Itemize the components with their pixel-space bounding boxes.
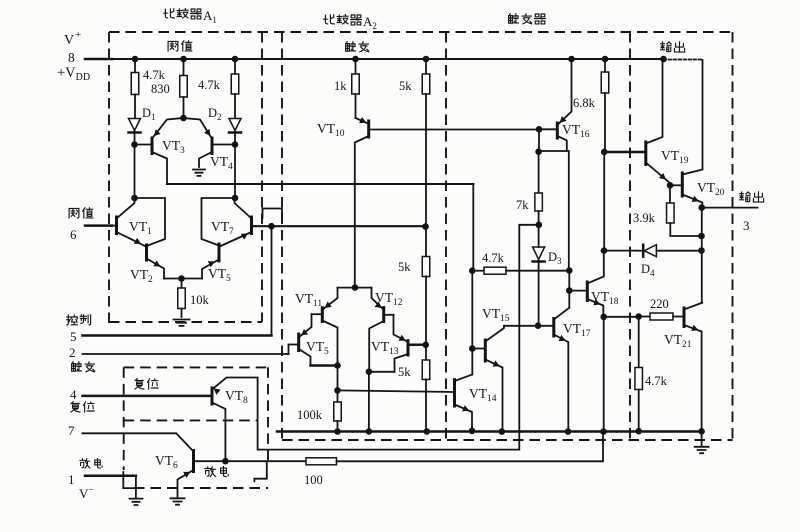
- svg-text:100: 100: [304, 473, 323, 487]
- svg-text:4.7k: 4.7k: [645, 374, 668, 388]
- svg-text:220: 220: [650, 297, 669, 311]
- svg-text:1k: 1k: [334, 79, 347, 93]
- svg-text:8: 8: [68, 50, 75, 65]
- svg-text:VT5: VT5: [208, 266, 231, 284]
- svg-text:100k: 100k: [297, 408, 323, 422]
- svg-text:VT3: VT3: [162, 138, 185, 156]
- svg-text:VT6: VT6: [155, 453, 178, 471]
- svg-text:4.7k: 4.7k: [198, 78, 221, 92]
- svg-text:6: 6: [70, 227, 77, 242]
- svg-text:3.9k: 3.9k: [633, 211, 656, 225]
- svg-text:5: 5: [70, 329, 77, 344]
- svg-text:VT8: VT8: [225, 388, 248, 406]
- svg-text:6.8k: 6.8k: [573, 96, 596, 110]
- svg-text:7k: 7k: [516, 198, 529, 212]
- svg-text:4.7k: 4.7k: [143, 68, 166, 82]
- svg-text:V: V: [64, 33, 74, 48]
- svg-text:5k: 5k: [398, 260, 411, 274]
- svg-text:5k: 5k: [399, 79, 412, 93]
- svg-text:3: 3: [743, 218, 750, 233]
- svg-text:VT5: VT5: [306, 339, 329, 357]
- svg-text:7: 7: [68, 423, 75, 438]
- svg-text:VT1: VT1: [129, 219, 152, 237]
- svg-text:10k: 10k: [190, 293, 210, 307]
- svg-text:VT2: VT2: [130, 267, 153, 285]
- svg-text:+: +: [75, 29, 81, 41]
- svg-text:2: 2: [69, 345, 76, 360]
- svg-text:1: 1: [68, 472, 75, 487]
- svg-text:VT7: VT7: [211, 219, 234, 237]
- svg-text:4: 4: [70, 387, 77, 402]
- svg-text:4.7k: 4.7k: [482, 251, 505, 265]
- svg-text:VT4: VT4: [210, 154, 233, 172]
- svg-text:830: 830: [151, 82, 170, 96]
- svg-text:5k: 5k: [398, 365, 411, 379]
